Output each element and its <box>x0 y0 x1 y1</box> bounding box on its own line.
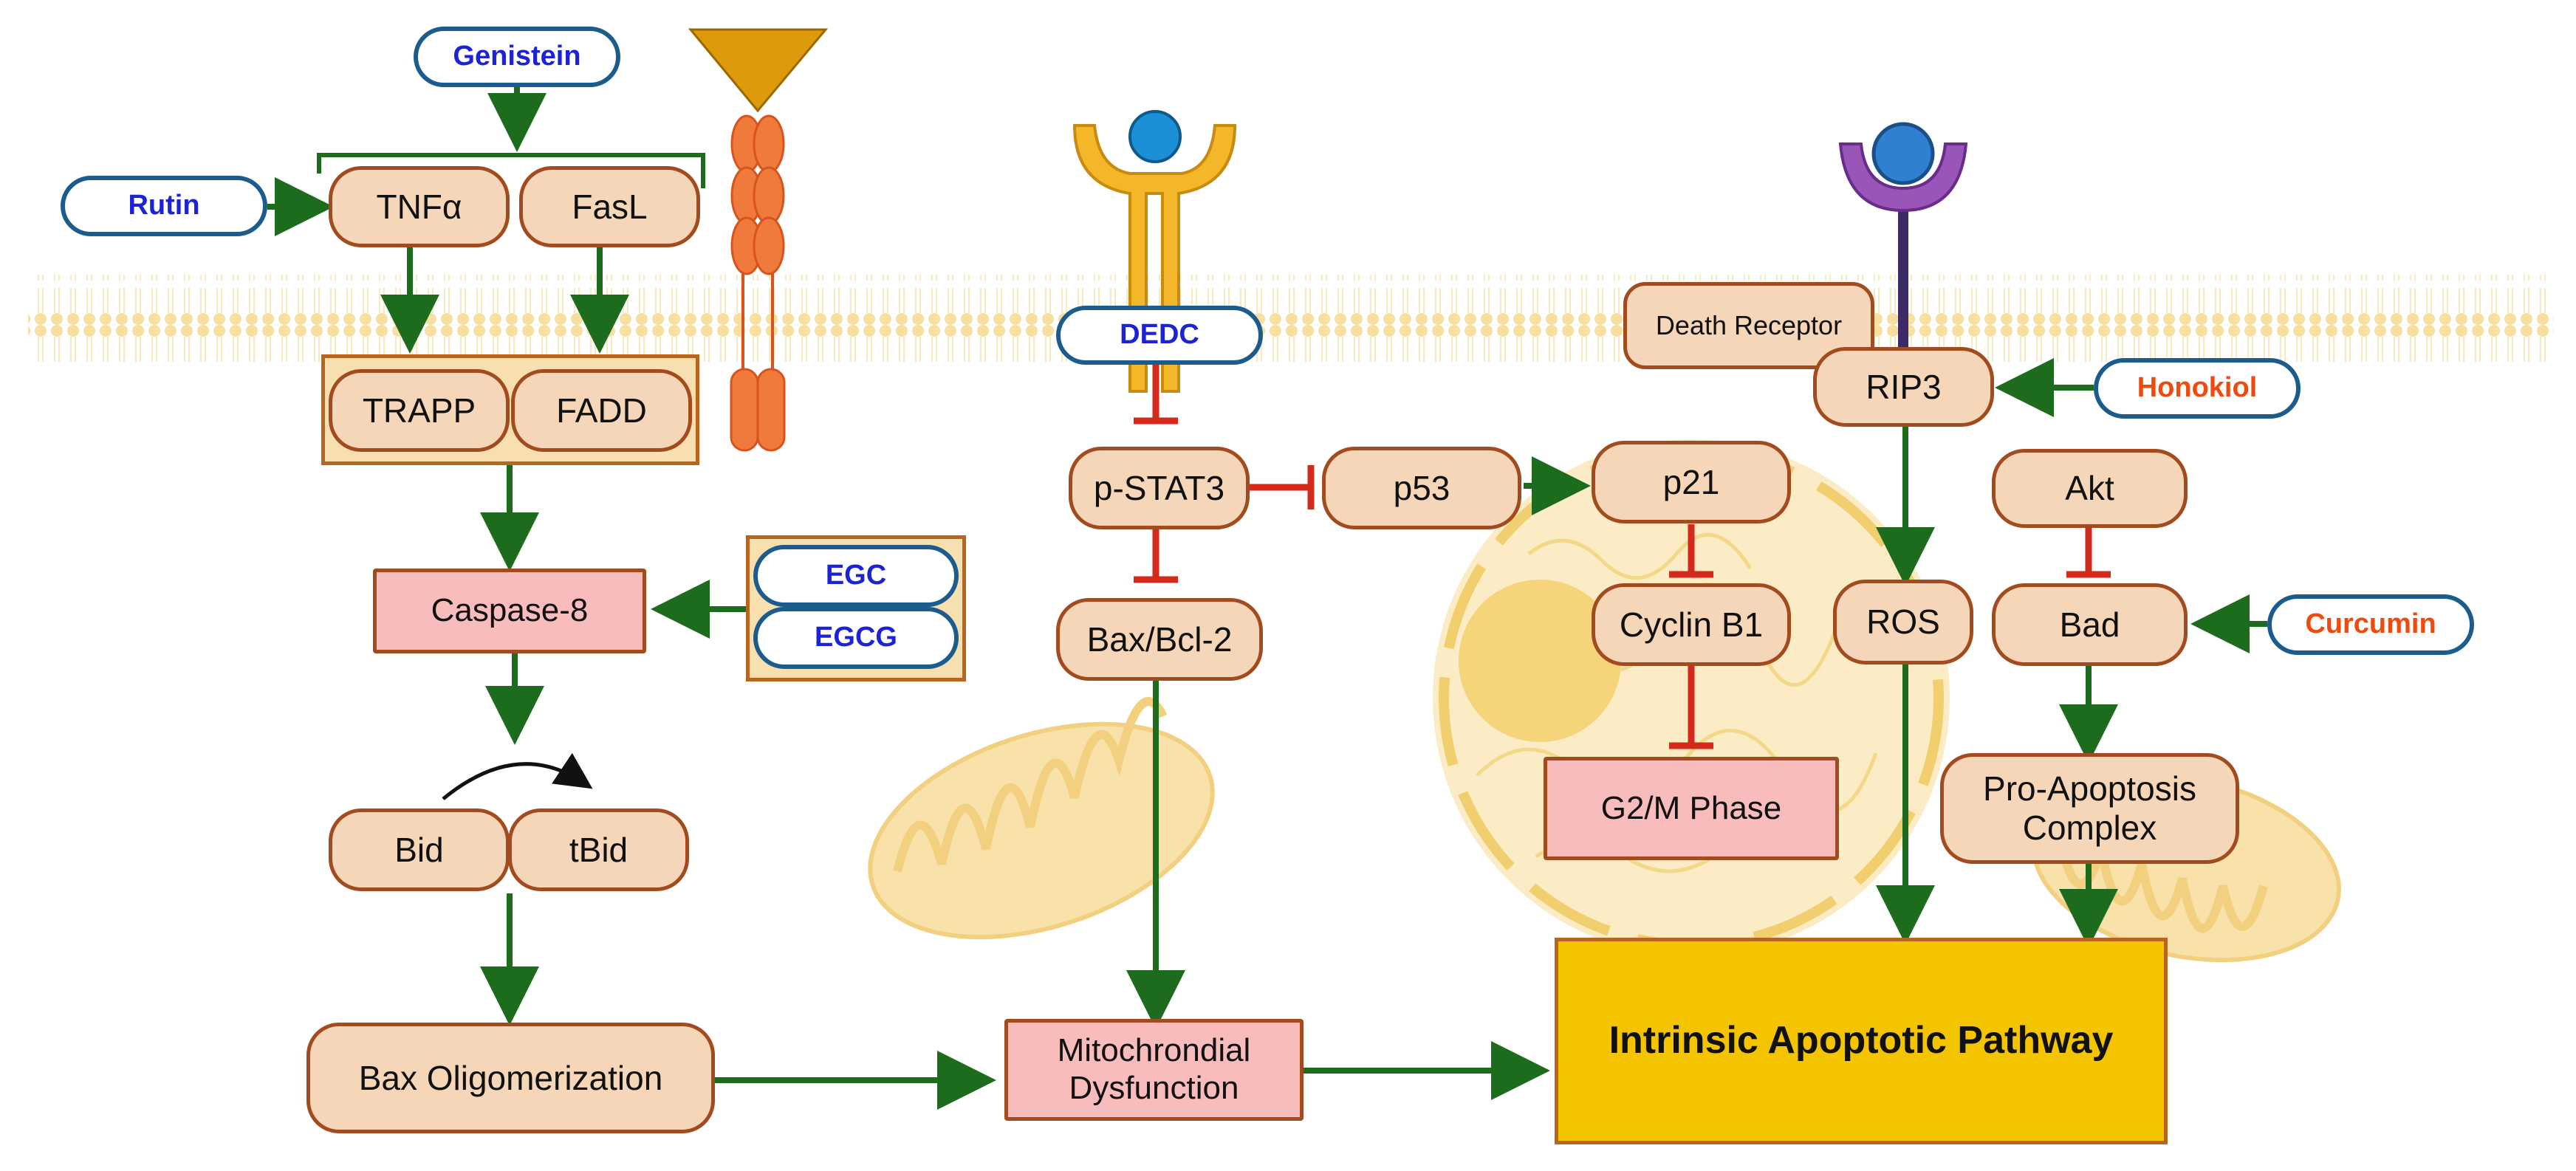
bax-bcl2-node: Bax/Bcl-2 <box>1056 598 1263 681</box>
genistein-label: Genistein <box>414 27 620 87</box>
inhibit-dedc-pstat3 <box>1134 360 1178 425</box>
intrinsic-apoptotic-pathway-node: Intrinsic Apoptotic Pathway <box>1555 938 2168 1144</box>
inhibit-cyclinb1-g2m <box>1669 665 1713 749</box>
mitochondrial-dysfunction-node: Mitochrondial Dysfunction <box>1004 1019 1304 1121</box>
pro-apoptosis-complex-node: Pro-Apoptosis Complex <box>1940 753 2239 864</box>
rip3-node: RIP3 <box>1813 347 1994 427</box>
g2m-phase-node: G2/M Phase <box>1544 757 1839 860</box>
pro-apop-line2: Complex <box>2022 808 2157 847</box>
purple-receptor <box>1838 122 1968 353</box>
inhibit-p21-cyclinb1 <box>1669 524 1713 578</box>
mitochondrion-left <box>868 697 1215 940</box>
p53-node: p53 <box>1322 447 1521 529</box>
inhibit-pstat3-p53 <box>1250 465 1315 509</box>
cell-membrane <box>28 275 2554 362</box>
mito-dys-line2: Dysfunction <box>1069 1070 1239 1106</box>
ros-node: ROS <box>1833 580 1973 665</box>
orange-receptor <box>688 28 829 452</box>
bad-node: Bad <box>1992 583 2188 666</box>
bid-node: Bid <box>329 808 510 891</box>
curcumin-label: Curcumin <box>2267 594 2474 655</box>
mito-dys-line1: Mitochrondial <box>1057 1032 1251 1069</box>
ligand-bracket <box>317 153 705 188</box>
inhibit-akt-bad <box>2066 528 2111 578</box>
honokiol-label: Honokiol <box>2094 358 2301 419</box>
dedc-label: DEDC <box>1056 306 1263 365</box>
egcg-label: EGCG <box>753 607 959 669</box>
fasl-node: FasL <box>519 166 700 247</box>
caspase8-node: Caspase-8 <box>373 569 646 653</box>
pro-apop-line1: Pro-Apoptosis <box>1983 769 2196 808</box>
tnfa-node: TNFα <box>329 166 510 247</box>
p21-node: p21 <box>1592 441 1791 523</box>
tbid-node: tBid <box>508 808 689 891</box>
trapp-node: TRAPP <box>329 369 510 452</box>
bax-oligomerization-node: Bax Oligomerization <box>306 1023 715 1133</box>
akt-node: Akt <box>1992 449 2188 528</box>
egc-label: EGC <box>753 545 959 607</box>
inhibit-pstat3-baxbcl2 <box>1134 529 1178 583</box>
arrow-bid-tbid-curve <box>442 752 593 800</box>
fadd-node: FADD <box>511 369 692 452</box>
rutin-label: Rutin <box>61 176 267 236</box>
cyclin-b1-node: Cyclin B1 <box>1592 583 1791 666</box>
pstat3-node: p-STAT3 <box>1069 447 1250 529</box>
golden-receptor <box>1072 107 1237 393</box>
